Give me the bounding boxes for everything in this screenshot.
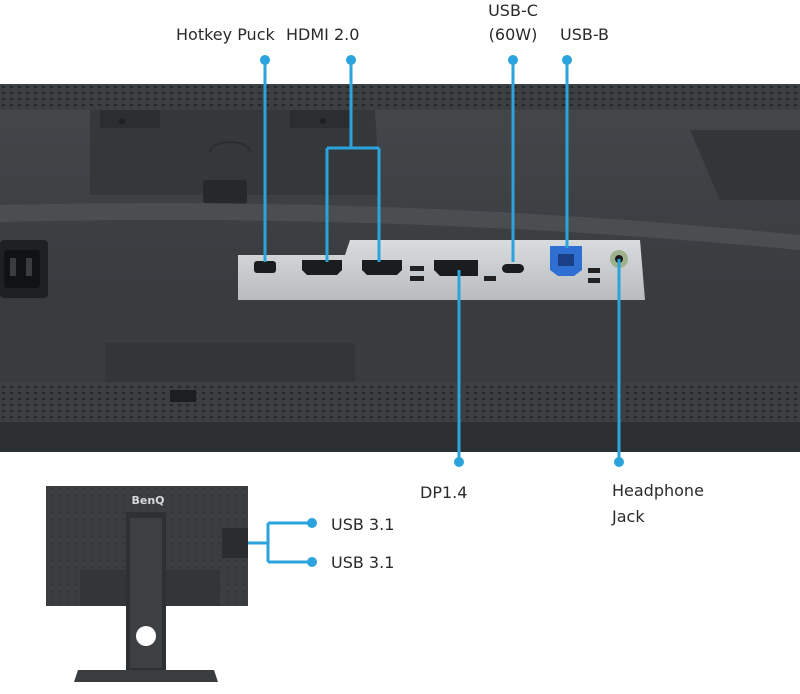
callout-dots bbox=[260, 55, 624, 567]
displayport-icon bbox=[434, 260, 478, 276]
label-headphone-line2: Jack bbox=[612, 507, 645, 526]
brand-logo: BenQ bbox=[131, 494, 164, 507]
label-headphone-line1: Headphone bbox=[612, 481, 704, 500]
port-panel bbox=[238, 240, 645, 300]
label-usb31-top: USB 3.1 bbox=[331, 515, 395, 534]
usbc-port-icon bbox=[502, 264, 524, 273]
label-hotkey-puck: Hotkey Puck bbox=[176, 25, 275, 44]
label-dp: DP1.4 bbox=[420, 483, 468, 502]
callout-lines bbox=[246, 60, 621, 564]
hdmi-port-icon bbox=[362, 260, 402, 275]
hotkey-puck-port-icon bbox=[254, 261, 276, 273]
hdmi-port-icon bbox=[302, 260, 342, 275]
usbb-port-icon bbox=[550, 246, 582, 276]
label-hdmi: HDMI 2.0 bbox=[286, 25, 360, 44]
monitor-rear-thumbnail: BenQ bbox=[46, 486, 248, 682]
label-usb31-bottom: USB 3.1 bbox=[331, 553, 395, 572]
monitor-chassis bbox=[0, 84, 800, 452]
label-usbc-line1: USB-C bbox=[488, 1, 538, 20]
label-usbb: USB-B bbox=[560, 25, 610, 44]
label-usbc-line2: (60W) bbox=[488, 25, 538, 44]
